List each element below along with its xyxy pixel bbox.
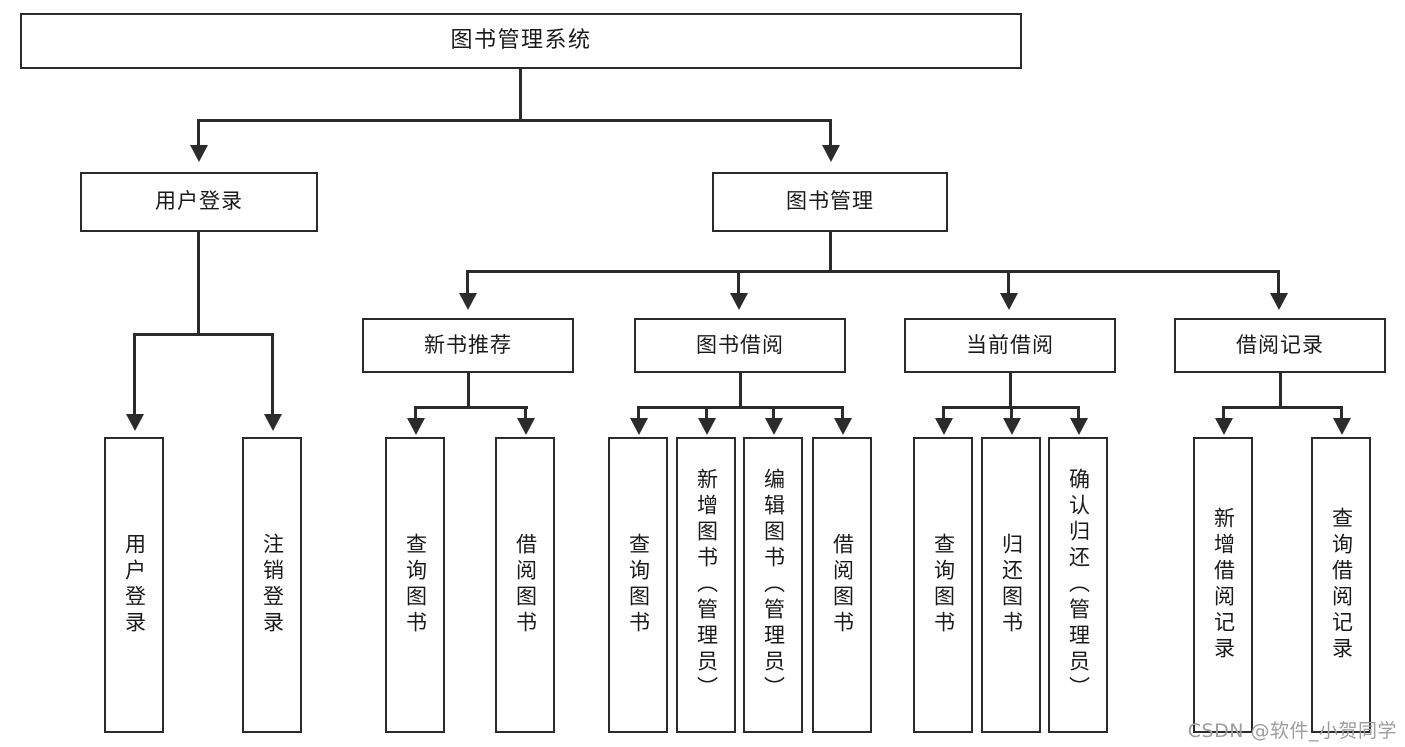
arrowhead-leaf-logout	[264, 414, 282, 431]
node-user-login[interactable]: 用户登录	[80, 172, 318, 232]
arrowhead-book-management	[822, 145, 840, 162]
leaf-br-add-record[interactable]: 新增借阅记录	[1193, 437, 1253, 733]
arrowhead-bb-leaf-1	[630, 418, 648, 435]
node-label: 图书借阅	[696, 332, 784, 357]
arrowhead-user-login	[190, 145, 208, 162]
node-label: 借阅图书	[513, 533, 538, 637]
node-borrow-record[interactable]: 借阅记录	[1174, 318, 1386, 373]
arrowhead-br-leaf-2	[1333, 418, 1351, 435]
arrowhead-bb-leaf-3	[765, 418, 783, 435]
connector-user-login-to-leaf-2	[271, 333, 274, 416]
node-label: 用户登录	[122, 533, 147, 637]
arrowhead-cb-leaf-2	[1003, 418, 1021, 435]
connector-book-management-stem	[829, 232, 832, 272]
node-book-management[interactable]: 图书管理	[712, 172, 948, 232]
node-label: 新书推荐	[424, 332, 512, 357]
leaf-bb-borrow-book[interactable]: 借阅图书	[812, 437, 872, 733]
node-label: 用户登录	[155, 189, 243, 214]
node-label: 当前借阅	[966, 332, 1054, 357]
node-book-borrow[interactable]: 图书借阅	[634, 318, 846, 373]
arrowhead-nbr-leaf-1	[407, 418, 425, 435]
leaf-user-login[interactable]: 用户登录	[104, 437, 164, 733]
connector-cb-stem	[1009, 373, 1012, 408]
connector-nbr-to-leaf-1	[414, 406, 417, 420]
connector-bb-to-leaf-3	[772, 406, 775, 420]
arrowhead-nbr-leaf-2	[517, 418, 535, 435]
connector-user-login-stem	[197, 232, 200, 335]
node-label: 注销登录	[260, 533, 285, 637]
connector-root-bar	[197, 119, 832, 122]
node-label: 新增图书（管理员）	[694, 468, 719, 702]
node-label: 查询图书	[403, 533, 428, 637]
node-label: 借阅记录	[1236, 332, 1324, 357]
node-label: 图书管理系统	[450, 27, 592, 53]
connector-bm-to-current-borrow	[1007, 270, 1010, 295]
node-label: 编辑图书（管理员）	[761, 468, 786, 702]
connector-cb-to-leaf-1	[942, 406, 945, 420]
connector-bm-to-book-borrow	[737, 270, 740, 295]
node-label: 归还图书	[999, 533, 1024, 637]
connector-bb-to-leaf-2	[705, 406, 708, 420]
connector-bm-to-new-book	[466, 270, 469, 295]
connector-cb-to-leaf-2	[1010, 406, 1013, 420]
leaf-bb-query-book[interactable]: 查询图书	[608, 437, 668, 733]
arrowhead-br-leaf-1	[1215, 418, 1233, 435]
connector-bb-to-leaf-1	[637, 406, 640, 420]
connector-bb-stem	[739, 373, 742, 408]
leaf-nbr-query-book[interactable]: 查询图书	[385, 437, 445, 733]
connector-nbr-to-leaf-2	[524, 406, 527, 420]
node-label: 查询图书	[931, 533, 956, 637]
arrowhead-book-borrow	[730, 293, 748, 310]
arrowhead-cb-leaf-1	[935, 418, 953, 435]
node-label: 新增借阅记录	[1211, 507, 1236, 663]
node-label: 查询图书	[626, 533, 651, 637]
connector-user-login-to-leaf-1	[133, 333, 136, 416]
connector-book-management-bar	[466, 270, 1280, 273]
node-label: 确认归还（管理员）	[1066, 468, 1091, 702]
connector-br-to-leaf-1	[1222, 406, 1225, 420]
arrowhead-cb-leaf-3	[1070, 418, 1088, 435]
connector-br-stem	[1279, 373, 1282, 408]
connector-br-to-leaf-2	[1340, 406, 1343, 420]
leaf-nbr-borrow-book[interactable]: 借阅图书	[495, 437, 555, 733]
connector-bm-to-borrow-record	[1277, 270, 1280, 295]
connector-cb-to-leaf-3	[1077, 406, 1080, 420]
leaf-cb-return-book[interactable]: 归还图书	[981, 437, 1041, 733]
arrowhead-current-borrow	[1000, 293, 1018, 310]
connector-bb-bar	[637, 406, 844, 409]
arrowhead-new-book-recommend	[459, 293, 477, 310]
leaf-logout[interactable]: 注销登录	[242, 437, 302, 733]
leaf-br-query-record[interactable]: 查询借阅记录	[1311, 437, 1371, 733]
node-label: 图书管理	[786, 189, 874, 214]
node-new-book-recommend[interactable]: 新书推荐	[362, 318, 574, 373]
connector-nbr-bar	[414, 406, 528, 409]
connector-br-bar	[1222, 406, 1342, 409]
leaf-cb-confirm-return-admin[interactable]: 确认归还（管理员）	[1048, 437, 1108, 733]
node-label: 借阅图书	[830, 533, 855, 637]
connector-bb-to-leaf-4	[841, 406, 844, 420]
leaf-bb-add-book-admin[interactable]: 新增图书（管理员）	[676, 437, 736, 733]
connector-root-stem	[519, 69, 522, 120]
leaf-bb-edit-book-admin[interactable]: 编辑图书（管理员）	[743, 437, 803, 733]
node-current-borrow[interactable]: 当前借阅	[904, 318, 1116, 373]
arrowhead-bb-leaf-2	[698, 418, 716, 435]
node-root-book-management-system[interactable]: 图书管理系统	[20, 13, 1022, 69]
connector-nbr-stem	[467, 373, 470, 408]
leaf-cb-query-book[interactable]: 查询图书	[913, 437, 973, 733]
arrowhead-leaf-user-login	[126, 414, 144, 431]
connector-root-to-book-management	[829, 119, 832, 147]
node-label: 查询借阅记录	[1329, 507, 1354, 663]
arrowhead-borrow-record	[1270, 293, 1288, 310]
arrowhead-bb-leaf-4	[834, 418, 852, 435]
connector-root-to-user-login	[197, 119, 200, 147]
connector-user-login-bar	[133, 333, 274, 336]
